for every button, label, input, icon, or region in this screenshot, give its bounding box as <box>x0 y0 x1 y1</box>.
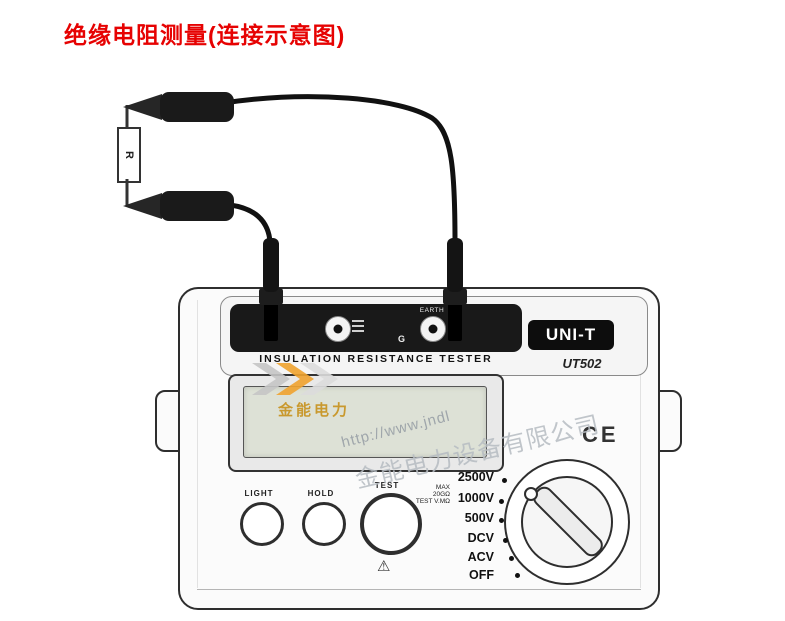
earth-terminal-label: EARTH <box>419 307 445 314</box>
resistor-label: R <box>122 151 135 159</box>
strip-marking <box>352 325 364 327</box>
casing-seam-right <box>640 300 641 588</box>
dial-position-dot <box>499 499 504 504</box>
guard-terminal-label: G <box>398 334 406 344</box>
brand-logo: UNI-T <box>528 320 614 350</box>
strip-marking <box>352 320 364 322</box>
dial-position-label-1000v: 1000V <box>457 491 494 505</box>
terminal-line-socket <box>325 316 351 342</box>
page-title: 绝缘电阻测量(连接示意图) <box>64 22 346 48</box>
light-button <box>240 502 284 546</box>
test-probe-right-handle <box>447 238 463 292</box>
dial-position-label-dcv: DCV <box>467 531 494 545</box>
dial-position-dot <box>499 518 504 523</box>
alligator-clip-top-jaw <box>123 94 162 120</box>
dial-position-label-500v: 500V <box>464 511 494 525</box>
terminal-line-hole <box>333 324 343 334</box>
hold-button <box>302 502 346 546</box>
alligator-clip-bottom-boot <box>160 191 234 221</box>
light-button-label: LIGHT <box>244 489 274 498</box>
test-button <box>360 493 422 555</box>
hold-button-label: HOLD <box>307 489 335 498</box>
terminal-strip <box>230 304 522 352</box>
dial-spec-note: MAX 20GΩ TEST V.MΩ <box>406 484 450 505</box>
model-label: UT502 <box>562 356 602 371</box>
casing-seam-left <box>197 300 198 588</box>
terminal-earth-socket <box>420 316 446 342</box>
test-probe-left-handle <box>263 238 279 292</box>
dial-position-dot <box>502 478 507 483</box>
dial-position-label-acv: ACV <box>467 550 494 564</box>
dial-position-dot <box>515 573 520 578</box>
alligator-clip-bottom-jaw <box>123 193 162 219</box>
panel-title: INSULATION RESISTANCE TESTER <box>259 353 493 365</box>
alligator-clip-top-boot <box>160 92 234 122</box>
terminal-earth-hole <box>428 324 438 334</box>
lcd-screen <box>243 386 487 458</box>
dial-indicator-dot <box>524 487 538 501</box>
dial-position-dot <box>509 556 514 561</box>
test-lead-wire-bottom <box>227 202 274 249</box>
strip-marking <box>352 330 364 332</box>
dial-spec-note-line: TEST V.MΩ <box>415 498 450 505</box>
casing-seam-bottom <box>197 589 641 590</box>
dial-position-label-off: OFF <box>469 568 494 582</box>
warning-icon: ⚠ <box>377 558 391 575</box>
ce-mark: CE <box>582 422 619 447</box>
test-button-label: TEST <box>374 481 400 490</box>
test-lead-wire-top <box>221 94 458 245</box>
dial-position-label-2500v: 2500V <box>457 470 494 484</box>
dial-spec-note-line: MAX <box>435 484 450 491</box>
dial-position-dot <box>503 538 508 543</box>
dial-spec-note-line: 20GΩ <box>432 491 450 498</box>
resistor-box: R <box>117 127 141 183</box>
